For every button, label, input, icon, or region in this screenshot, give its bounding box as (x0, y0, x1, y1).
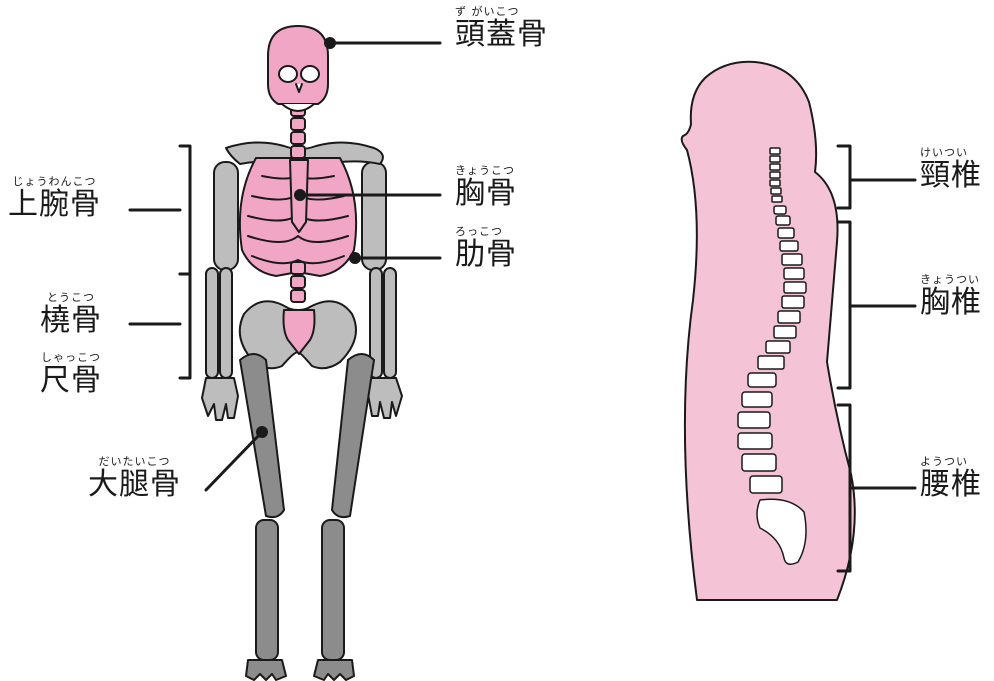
ruby-femur: だいたいこつ (88, 456, 181, 467)
text-skull: 頭蓋骨 (455, 20, 548, 50)
label-lumbar: ようつい 腰椎 (920, 456, 982, 500)
ruby-cervical: けいつい (920, 147, 982, 158)
label-rib: ろっこつ 肋骨 (455, 226, 517, 270)
text-radius: 橈骨 (40, 306, 102, 336)
ruby-radius: とうこつ (40, 292, 102, 303)
ruby-humerus: じょうわんこつ (8, 176, 101, 187)
text-cervical: 頸椎 (920, 161, 982, 191)
ruby-skull: ず がいこつ (455, 6, 548, 17)
text-sternum: 胸骨 (455, 179, 517, 209)
label-humerus: じょうわんこつ 上腕骨 (8, 176, 101, 220)
label-ulna: しゃっこつ 尺骨 (40, 352, 102, 396)
text-humerus: 上腕骨 (8, 190, 101, 220)
text-thoracic: 胸椎 (920, 288, 982, 318)
spine-brackets (838, 146, 915, 571)
text-femur: 大腿骨 (88, 470, 181, 500)
text-lumbar: 腰椎 (920, 470, 982, 500)
label-thoracic: きょうつい 胸椎 (920, 274, 982, 318)
ruby-rib: ろっこつ (455, 226, 517, 237)
leg-bones (240, 354, 374, 680)
label-cervical: けいつい 頸椎 (920, 147, 982, 191)
label-radius: とうこつ 橈骨 (40, 292, 102, 336)
ruby-lumbar: ようつい (920, 456, 982, 467)
ruby-ulna: しゃっこつ (40, 352, 102, 363)
text-ulna: 尺骨 (40, 366, 102, 396)
left-arm-bones (202, 162, 238, 420)
skull (268, 26, 328, 111)
label-femur: だいたいこつ 大腿骨 (88, 456, 181, 500)
ruby-thoracic: きょうつい (920, 274, 982, 285)
label-sternum: きょうこつ 胸骨 (455, 165, 517, 209)
ruby-sternum: きょうこつ (455, 165, 517, 176)
label-skull: ず がいこつ 頭蓋骨 (455, 6, 548, 50)
text-rib: 肋骨 (455, 240, 517, 270)
